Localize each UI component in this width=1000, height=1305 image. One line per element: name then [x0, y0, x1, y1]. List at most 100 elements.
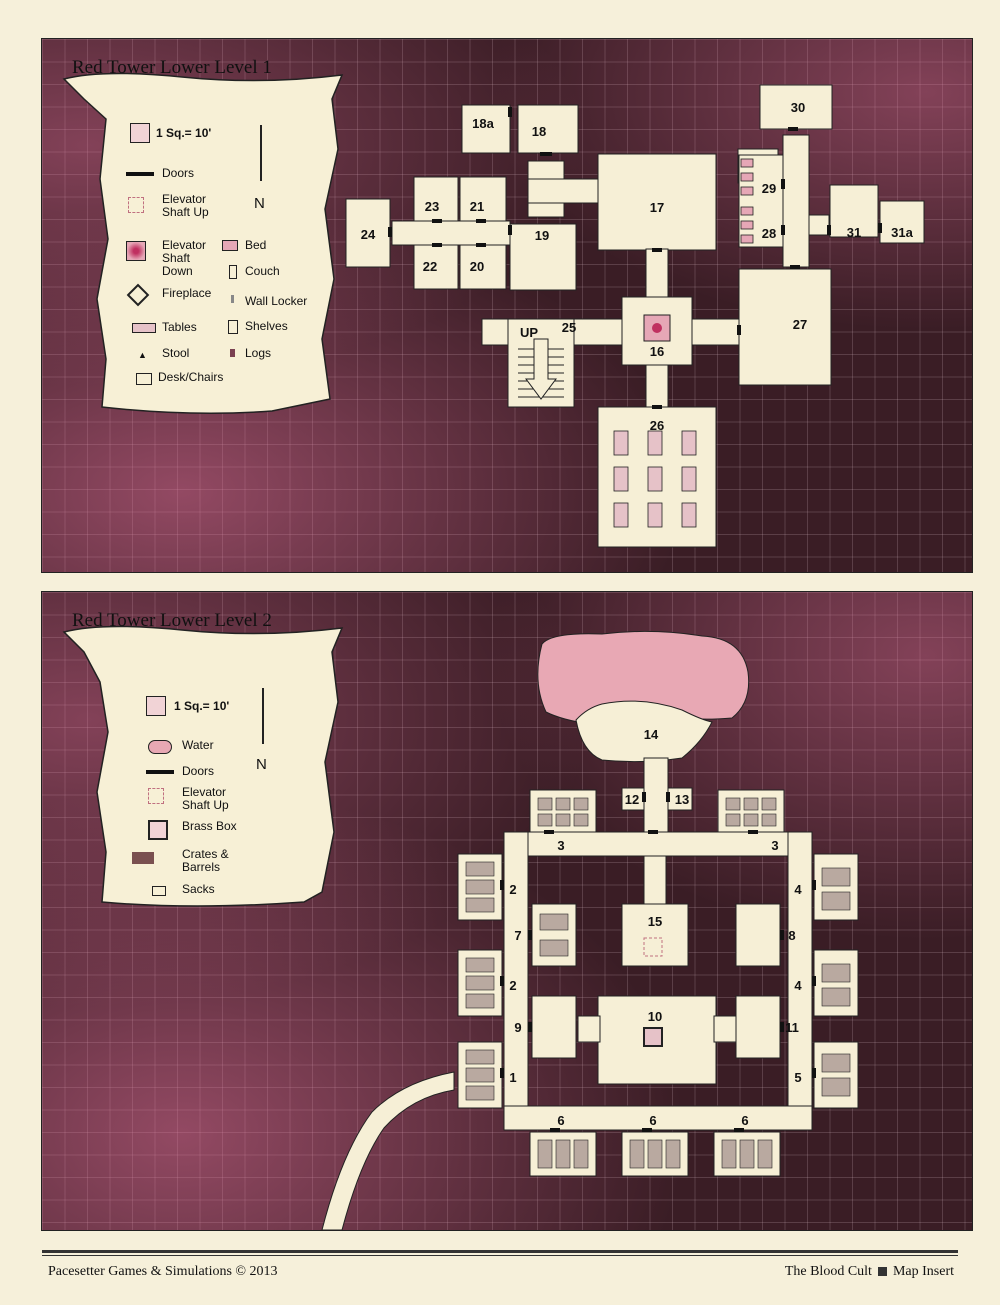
room-label-28: 28 [762, 226, 776, 241]
tables-26 [613, 430, 697, 528]
elevator-up-icon [128, 197, 144, 213]
shelves-icon [228, 320, 238, 334]
footer-product-name: The Blood Cult [784, 1264, 872, 1279]
stairs-up-label: UP [520, 325, 538, 340]
room-label-23: 23 [425, 199, 439, 214]
room-label-12: 12 [625, 792, 639, 807]
room-label-8: 8 [788, 928, 795, 943]
crates-north-east [717, 789, 785, 835]
room-label-30: 30 [791, 100, 805, 115]
crates-barrels-icon [132, 852, 154, 864]
water-pool [537, 630, 750, 725]
legend-sacks: Sacks [182, 882, 215, 896]
doors [388, 107, 882, 409]
couch-icon [229, 265, 237, 279]
room-19 [509, 223, 577, 291]
level2-north: N [256, 756, 267, 773]
legend-elevator-up: Elevator Shaft Up [162, 192, 209, 219]
room-8 [735, 903, 781, 967]
room-label-25: 25 [562, 320, 576, 335]
room-label-13: 13 [675, 792, 689, 807]
crates [465, 797, 851, 1169]
legend-couch: Couch [245, 264, 280, 278]
table-icon [132, 323, 156, 333]
level1-scale: 1 Sq.= 10' [156, 126, 212, 140]
room-label-6: 6 [741, 1113, 748, 1128]
room-label-4: 4 [794, 882, 802, 897]
room-label-24: 24 [361, 227, 376, 242]
brass-box-icon [643, 1027, 663, 1047]
level1-title: Red Tower Lower Level 1 [72, 57, 272, 78]
room-label-31a: 31a [891, 225, 913, 240]
footer-product: The Blood Cult Map Insert [785, 1264, 954, 1280]
level2-title: Red Tower Lower Level 2 [72, 610, 272, 631]
room-label-27: 27 [793, 317, 807, 332]
room-label-21: 21 [470, 199, 484, 214]
room-11 [735, 995, 781, 1059]
room-label-3: 3 [771, 838, 778, 853]
corridor-north [503, 831, 813, 857]
north-arrow-icon-2 [262, 688, 264, 744]
room-14 [575, 700, 713, 763]
level2-scale: 1 Sq.= 10' [174, 699, 230, 713]
legend-logs: Logs [245, 346, 272, 360]
room-label-1: 1 [509, 1070, 516, 1085]
room-24 [345, 198, 391, 268]
elevator-shaft-up-icon [643, 937, 663, 957]
wall-locker-icon [231, 295, 234, 303]
bed-icon [222, 240, 238, 251]
doors-icon [126, 172, 154, 176]
room-31 [829, 184, 879, 238]
room-label-15: 15 [648, 914, 662, 929]
level1-legend: Red Tower Lower Level 1 1 Sq.= 10' N Doo… [42, 39, 372, 419]
legend-tables: Tables [162, 320, 197, 334]
elevator-shaft-down-icon [643, 314, 671, 342]
room-label-7: 7 [514, 928, 521, 943]
room-27 [738, 268, 832, 386]
room-9 [531, 995, 577, 1059]
down-arrow-icon [525, 338, 557, 400]
footer-publisher: Pacesetter Games & Simulations © 2013 [48, 1264, 278, 1279]
footer-rule-thin [42, 1255, 958, 1256]
crates-north-west [529, 789, 597, 835]
legend-crates-barrels: Crates & Barrels [182, 847, 229, 874]
water-icon [148, 740, 172, 754]
brass-box-legend-icon [148, 820, 168, 840]
legend-wall-locker: Wall Locker [245, 294, 308, 308]
footer-section: Map Insert [892, 1264, 954, 1279]
room-30 [759, 84, 833, 130]
room-label-11: 11 [785, 1020, 799, 1035]
corridor-east [787, 831, 813, 1131]
room-label-10: 10 [648, 1009, 662, 1024]
scale-square-icon-2 [146, 696, 166, 716]
legend-bed: Bed [245, 238, 267, 252]
legend-fireplace: Fireplace [162, 286, 212, 300]
room-label-14: 14 [644, 727, 659, 742]
level2-floorplan [62, 625, 859, 1230]
scale-square-icon [130, 123, 150, 143]
corridor-south [503, 1105, 813, 1131]
room-label-16: 16 [650, 344, 664, 359]
legend-water: Water [182, 738, 214, 752]
room-label-26: 26 [650, 418, 664, 433]
room-18a [461, 104, 511, 154]
room-17 [597, 153, 717, 251]
room-label-22: 22 [423, 259, 437, 274]
room-label-9: 9 [514, 1020, 521, 1035]
elevator-up-icon-2 [148, 788, 164, 804]
room-label-2: 2 [509, 882, 516, 897]
doors-icon-2 [146, 770, 174, 774]
legend-elevator-down: Elevator Shaft Down [162, 238, 207, 278]
north-arrow-icon [260, 125, 262, 181]
legend-doors: Doors [162, 166, 195, 180]
room-label-6: 6 [649, 1113, 656, 1128]
legend-doors-2: Doors [182, 764, 215, 778]
room-label-18: 18 [532, 124, 546, 139]
footer-rule [42, 1250, 958, 1253]
footer-separator-icon [877, 1267, 887, 1277]
desk-chairs-icon [136, 373, 152, 385]
room-21 [459, 176, 507, 222]
legend-scroll-2 [62, 625, 344, 907]
